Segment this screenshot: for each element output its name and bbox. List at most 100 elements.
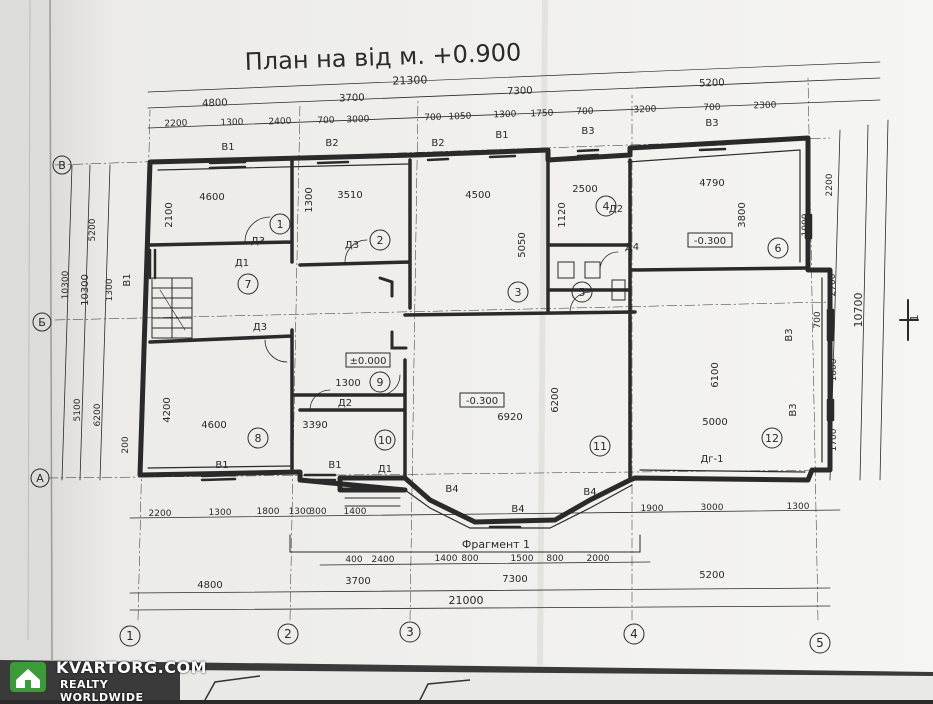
dim-bottom-3: 4800 [197,580,222,591]
dim-bottom-1: 1400 [344,507,367,517]
dim-bottom-1: 1300 [787,502,810,512]
window-label: В3 [784,328,795,341]
window-label: В4 [583,487,596,498]
house-logo-icon [10,662,46,692]
room-height: 1120 [557,202,568,227]
dim-top-2: 1300 [220,118,244,129]
axis-label-x: 2 [284,627,292,641]
dim-left: 200 [121,436,131,453]
axis-label-x: 1 [126,629,134,643]
dim-bottom-2: 2000 [587,554,610,564]
room-number: 9 [377,376,384,389]
room-width: 4600 [199,192,224,203]
room-number-circle [571,281,593,303]
room-number-circle [269,213,291,235]
dim-top-2: 3200 [633,105,657,116]
room-number-circle [507,281,529,303]
room-width: 3390 [302,420,327,431]
dim-bottom-1: 1900 [641,504,664,514]
window-label: В3 [788,403,799,416]
window-label: В4 [445,484,458,495]
room-number: 12 [765,432,779,445]
room-number: 6 [775,242,782,255]
dim-top-2: 2300 [753,101,777,112]
room-number: 1 [277,218,284,231]
section-mark: 1 [908,315,921,322]
dim-bottom-1: 2200 [149,509,172,519]
dim-right: 2700 [828,273,838,296]
axis-label-y: Б [38,316,46,329]
level-box [345,352,391,368]
window-label: В2 [431,138,444,149]
room-width: 1300 [335,378,360,389]
axis-label-x: 4 [630,627,638,641]
room-number: 8 [255,432,262,445]
room-height: 2100 [164,202,175,227]
room-width: 4790 [699,178,724,189]
dim-top-2: 3000 [346,115,370,126]
door-label: Д1 [378,464,392,475]
dim-top-2: 2400 [268,117,292,128]
room-number: 11 [593,440,607,453]
axis-label-y: А [36,472,44,485]
dim-top-2: 1750 [530,109,554,120]
dim-left: 10300 [61,270,71,299]
window-label: В3 [705,118,718,129]
axis-marker-x [277,623,299,645]
axis-marker-x [119,625,141,647]
axis-marker-x [809,632,831,654]
door-label: Д3 [345,240,359,251]
dim-left: 6200 [93,403,103,426]
room-height: 3800 [737,202,748,227]
room-height: 6200 [550,387,561,412]
dim-bottom-2: 1400 [435,554,458,564]
room-number-circle [589,435,611,457]
dim-bottom-3: 5200 [699,570,724,581]
dim-bottom-3: 3700 [345,576,370,587]
window-label: В1 [122,273,133,286]
dim-top-2: 1050 [448,112,472,123]
room-height: 4200 [162,397,173,422]
axis-marker-y [30,468,50,488]
dim-right: 1000 [801,213,811,236]
floor-level: -0.300 [466,396,498,407]
door-label: Д3 [253,322,267,333]
dim-left: 5100 [73,398,83,421]
dim-bottom-2: 400 [345,555,362,565]
level-box [687,232,733,248]
door-label: Д1 [235,258,249,269]
second-sheet [180,670,933,700]
dim-bottom-3: 7300 [502,574,527,585]
room-number-circle [374,429,396,451]
dim-bottom-2: 800 [546,554,563,564]
dim-top-1: 3700 [339,93,365,105]
axis-marker-y [52,155,72,175]
dim-bottom-2: 800 [461,554,478,564]
dim-overall-left: 10300 [80,274,91,306]
dim-top-2: 700 [424,113,442,124]
window-label: В1 [221,142,234,153]
watermark-title: KVARTORG.COM [56,658,207,677]
dim-right: 700 [813,311,823,328]
dim-top-2: 700 [703,103,721,114]
dim-top-1: 5200 [699,78,725,90]
door-label: Д4 [625,242,639,253]
room-number: 3 [515,286,522,299]
axis-label-x: 3 [406,625,414,639]
room-width: 4500 [465,190,490,201]
window-label: В4 [511,504,524,515]
room-width: 2500 [572,184,597,195]
dim-bottom-1: 300 [309,507,326,517]
paper-edge [0,0,52,660]
room-height: 5050 [517,232,528,257]
staircase [151,277,193,339]
axis-label-x: 5 [816,636,824,650]
dim-overall-bottom: 21000 [449,594,484,607]
watermark: KVARTORG.COM REALTY WORLDWIDE [8,656,207,704]
dim-bottom-1: 1300 [289,507,312,517]
axis-marker-x [399,621,421,643]
watermark-subtitle: REALTY WORLDWIDE [60,678,144,704]
dim-top-1: 7300 [507,86,533,98]
